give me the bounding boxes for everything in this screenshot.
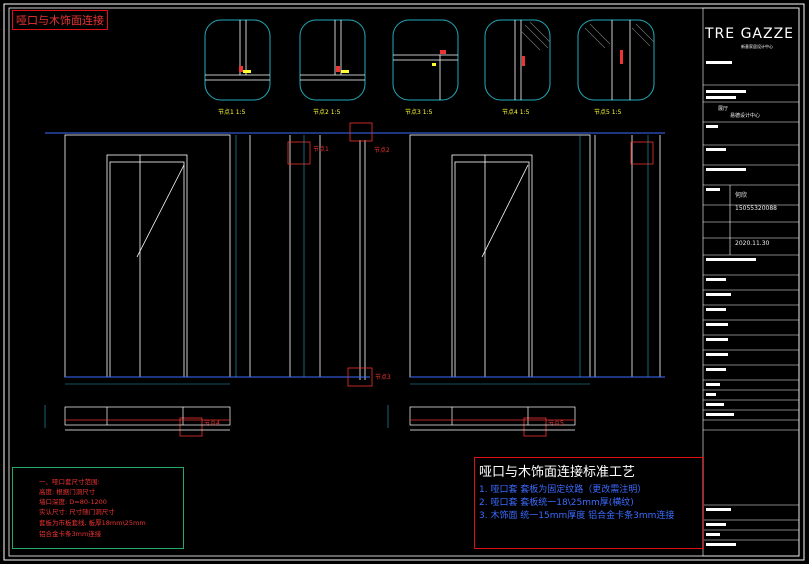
notes-panel: 一、哑口套尺寸范围: 高度: 根据门洞尺寸 墙口深度: D=80-1200 实认… — [12, 467, 184, 549]
detail-bubble-2 — [299, 19, 366, 101]
sheet-title: 哑口与木饰面连接 — [12, 10, 108, 30]
dimension-marks — [65, 135, 649, 385]
callout-label-2: 节点2 — [374, 147, 390, 154]
callout-label-3: 节点3 — [375, 374, 391, 381]
brand-subtitle: 新意家居设计中心 — [741, 44, 773, 49]
node-label-1: 节点1 1:5 — [218, 109, 246, 116]
node-label-5: 节点5 1:5 — [594, 109, 622, 116]
plan-left — [64, 406, 231, 431]
spec-line-1: 1. 哑口套 套板为固定纹路（更改需注明） — [479, 485, 647, 495]
note-line-1: 一、哑口套尺寸范围: — [39, 478, 100, 486]
spec-panel: 哑口与木饰面连接标准工艺 1. 哑口套 套板为固定纹路（更改需注明） 2. 哑口… — [474, 457, 704, 549]
note-line-3: 墙口深度: D=80-1200 — [39, 498, 107, 506]
callout-label-5: 节点5 — [548, 420, 564, 427]
spec-heading: 哑口与木饰面连接标准工艺 — [479, 465, 636, 480]
node-label-3: 节点3 1:5 — [405, 109, 433, 116]
plan-right — [409, 406, 576, 431]
elevation-right — [409, 134, 661, 378]
note-line-6: 铝合金卡条3mm连接 — [39, 530, 102, 538]
callout-label-1: 节点1 — [313, 146, 329, 153]
title-block — [702, 7, 800, 557]
brand-logo: TRE GAZZE — [705, 26, 795, 42]
node-label-2: 节点2 1:5 — [313, 109, 341, 116]
project-name: 展厅 — [718, 106, 729, 112]
designer-name: 何欣 — [735, 192, 748, 199]
detail-bubble-1 — [204, 19, 271, 101]
titleblock-labels — [706, 61, 756, 546]
detail-yellow — [243, 63, 436, 73]
node-label-4: 节点4 1:5 — [502, 109, 530, 116]
elevation-left — [64, 134, 366, 380]
customer-name: 易德设计中心 — [730, 113, 761, 119]
detail-bubble-4 — [484, 19, 551, 101]
spec-line-3: 3. 木饰面 统一15mm厚度 铝合金卡条3mm连接 — [479, 511, 675, 521]
spec-line-2: 2. 哑口套 套板统一18\25mm厚(横纹) — [479, 498, 634, 508]
detail-bubble-5 — [577, 19, 655, 101]
callout-label-4: 节点4 — [204, 420, 220, 427]
date-value: 2020.11.30 — [735, 240, 770, 247]
detail-internals — [205, 20, 631, 100]
note-line-4: 实认尺寸: 尺寸随门洞尺寸 — [39, 508, 115, 516]
plan-left-dims — [44, 405, 389, 428]
red-callouts — [179, 122, 654, 437]
detail-hatch — [519, 21, 655, 51]
detail-accents — [239, 50, 623, 72]
phone-number: 15055320088 — [735, 205, 777, 212]
sheet-border — [3, 3, 805, 561]
note-line-2: 高度: 根据门洞尺寸 — [39, 488, 96, 496]
note-line-5: 套板为市板套线, 板厚18mm\25mm — [39, 519, 146, 527]
